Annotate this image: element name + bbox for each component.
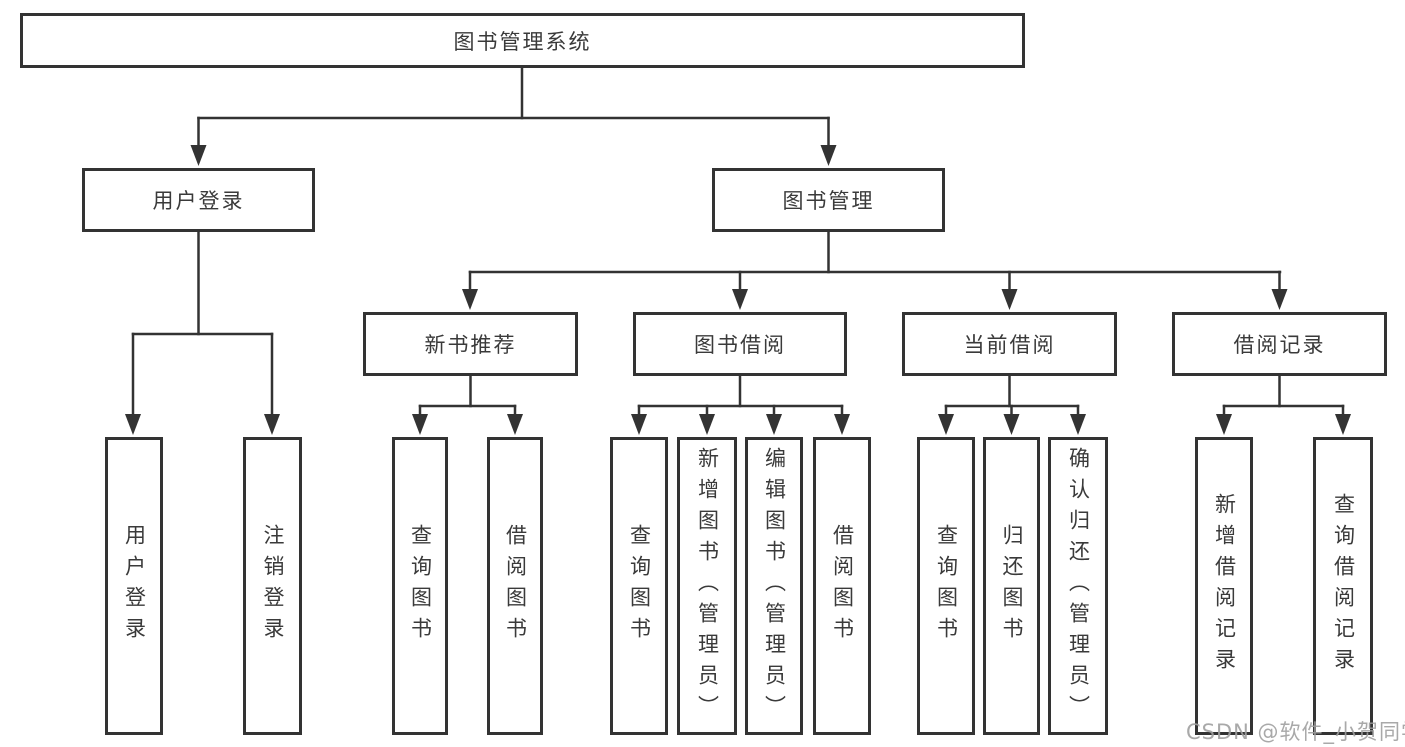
leaf-label: 用户登录: [122, 524, 147, 648]
leaf-add-book-admin: 新增图书（管理员）: [677, 437, 737, 735]
leaf-label: 注销登录: [261, 524, 285, 648]
leaf-user-login: 用户登录: [105, 437, 163, 735]
node-label: 图书管理系统: [453, 29, 592, 54]
leaf-query-book-2: 查询图书: [610, 437, 668, 735]
leaf-label: 新增借阅记录: [1212, 493, 1237, 679]
leaf-borrow-book-2: 借阅图书: [813, 437, 871, 735]
arrow-down-icon: [1271, 289, 1288, 310]
arrow-down-icon: [1216, 414, 1232, 435]
node-label: 图书管理: [782, 189, 875, 213]
node-label: 用户登录: [152, 189, 245, 213]
arrow-down-icon: [766, 414, 782, 435]
leaf-label: 查询图书: [408, 524, 433, 648]
leaf-edit-book-admin: 编辑图书（管理员）: [745, 437, 803, 735]
arrow-down-icon: [264, 414, 280, 435]
node-label: 图书借阅: [694, 333, 786, 357]
arrow-down-icon: [1070, 414, 1086, 435]
csdn-watermark: CSDN @软件_小贺同学: [1186, 720, 1405, 744]
arrow-down-icon: [412, 414, 428, 435]
node-label: 新书推荐: [424, 333, 517, 357]
leaf-borrow-book-1: 借阅图书: [487, 437, 543, 735]
arrow-down-icon: [732, 289, 748, 310]
leaf-label: 确认归还（管理员）: [1066, 446, 1091, 726]
leaf-return-book: 归还图书: [983, 437, 1040, 735]
connector-userlogin-to-leaves: [125, 230, 280, 435]
leaf-query-borrow-record: 查询借阅记录: [1313, 437, 1373, 735]
leaf-label: 查询借阅记录: [1331, 493, 1356, 679]
node-user-login: 用户登录: [82, 168, 315, 232]
leaf-label: 查询图书: [627, 524, 652, 648]
connector-bookmgmt-to-level3: [462, 230, 1288, 310]
node-book-borrowing: 图书借阅: [633, 312, 847, 376]
arrow-down-icon: [190, 145, 207, 166]
arrow-down-icon: [462, 289, 478, 310]
arrow-down-icon: [1335, 414, 1351, 435]
leaf-label: 归还图书: [1000, 524, 1024, 648]
connector-records-to-leaves: [1216, 374, 1351, 435]
leaf-label: 新增图书（管理员）: [695, 446, 720, 726]
arrow-down-icon: [125, 414, 141, 435]
leaf-label: 借阅图书: [503, 524, 528, 648]
arrow-down-icon: [938, 414, 954, 435]
leaf-add-borrow-record: 新增借阅记录: [1195, 437, 1253, 735]
node-current-borrowing: 当前借阅: [902, 312, 1117, 376]
leaf-label: 编辑图书（管理员）: [762, 446, 787, 726]
arrow-down-icon: [820, 145, 837, 166]
arrow-down-icon: [631, 414, 647, 435]
leaf-confirm-return-admin: 确认归还（管理员）: [1048, 437, 1108, 735]
connector-current-to-leaves: [938, 374, 1086, 435]
arrow-down-icon: [1001, 289, 1018, 310]
node-new-book-recommend: 新书推荐: [363, 312, 578, 376]
node-label: 借阅记录: [1233, 333, 1326, 357]
arrow-down-icon: [507, 414, 523, 435]
leaf-query-book-3: 查询图书: [917, 437, 975, 735]
node-borrowing-records: 借阅记录: [1172, 312, 1387, 376]
connector-newbook-to-leaves: [412, 374, 523, 435]
node-root-system: 图书管理系统: [20, 13, 1025, 68]
arrow-down-icon: [699, 414, 715, 435]
node-book-management: 图书管理: [712, 168, 945, 232]
leaf-label: 查询图书: [934, 524, 959, 648]
leaf-query-book-1: 查询图书: [392, 437, 448, 735]
leaf-label: 借阅图书: [830, 524, 855, 648]
connector-borrow-to-leaves: [631, 374, 850, 435]
arrow-down-icon: [834, 414, 850, 435]
leaf-logout: 注销登录: [243, 437, 302, 735]
connector-root-to-level2: [190, 66, 837, 166]
node-label: 当前借阅: [963, 333, 1056, 357]
arrow-down-icon: [1003, 414, 1020, 435]
